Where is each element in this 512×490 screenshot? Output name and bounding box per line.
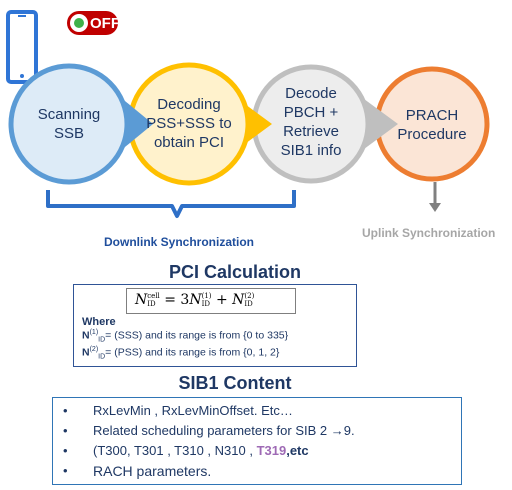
node-label-line: Scanning: [37, 106, 101, 123]
pci-def-pss: N(2)ID= (PSS) and its range is from {0, …: [82, 346, 279, 361]
downlink-bracket: [46, 190, 296, 218]
scanning-ssb-node: [8, 63, 153, 185]
def-base: N: [82, 346, 90, 359]
node-label-decode-pbch: Decode PBCH + Retrieve SIB1 info: [261, 84, 361, 160]
formula-lhs-sup: cell: [147, 292, 160, 300]
formula-plus: +: [215, 292, 228, 308]
bullet-text: RxLevMin , RxLevMinOffset. Etc…: [93, 403, 293, 418]
node-label-line: PSS+SSS to: [146, 115, 232, 132]
bullet-mark: •: [63, 423, 68, 438]
sib1-bullet-row: • RACH parameters.: [53, 463, 211, 479]
formula-lhs: N: [135, 292, 148, 308]
def-text: = (SSS) and its range is from {0 to 335}: [105, 329, 289, 342]
bullet-mark: •: [63, 443, 68, 458]
node-label-line: PBCH +: [283, 104, 339, 121]
formula-n1: N: [189, 292, 202, 308]
sib1-bullet-row: • Related scheduling parameters for SIB …: [53, 423, 355, 438]
node-label-line: Decoding: [157, 96, 221, 113]
bullet-text: (T300, T301 , T310 , N310 ,: [93, 443, 257, 458]
sib1-bullet-row: • (T300, T301 , T310 , N310 , T319,etc: [53, 443, 309, 458]
downlink-sync-label: Downlink Synchronization: [104, 235, 255, 249]
node-label-line: Decode: [285, 85, 337, 102]
formula-n2-sub: ID: [244, 300, 253, 308]
node-label-prach: PRACH Procedure: [382, 106, 482, 144]
def-sup: (1): [89, 329, 99, 336]
formula-n1-sup: (1): [201, 292, 212, 300]
sib1-content-box: • RxLevMin , RxLevMinOffset. Etc… • Rela…: [52, 397, 462, 485]
node-label-line: PRACH: [405, 107, 459, 124]
toggle-label: OFF: [90, 15, 120, 32]
node-label-decoding: Decoding PSS+SSS to obtain PCI: [136, 95, 242, 152]
def-sup: (2): [89, 346, 99, 353]
uplink-arrow: [429, 182, 441, 212]
phone-icon: [6, 10, 38, 84]
def-base: N: [82, 329, 90, 342]
off-toggle[interactable]: [67, 11, 118, 35]
bullet-text: Related scheduling parameters for SIB 2 …: [93, 423, 355, 438]
node-label-line: obtain PCI: [153, 134, 225, 151]
node-label-line: Procedure: [397, 126, 467, 143]
def-sub: ID: [98, 336, 106, 344]
bullet-text: RACH parameters.: [93, 463, 212, 479]
formula-n1-sub: ID: [201, 300, 210, 308]
node-label-line: SIB1 info: [280, 142, 342, 159]
sib1-bullet-row: • RxLevMin , RxLevMinOffset. Etc…: [53, 403, 293, 418]
bullet-highlight-t319: T319: [256, 443, 287, 458]
bullet-text-etc: ,etc: [286, 443, 309, 458]
formula-lhs-sub: ID: [147, 300, 156, 308]
sync-flow-diagram: [6, 10, 490, 218]
bullet-mark: •: [63, 463, 68, 478]
pci-def-sss: N(1)ID= (SSS) and its range is from {0 t…: [82, 329, 288, 344]
def-text: = (PSS) and its range is from {0, 1, 2}: [105, 346, 280, 359]
node-label-scanning: Scanning SSB: [19, 105, 119, 143]
def-sub: ID: [98, 353, 106, 361]
formula-n2: N: [232, 292, 245, 308]
formula-eq: = 3: [164, 292, 190, 308]
node-label-line: Retrieve: [283, 123, 339, 140]
pci-where: Where: [82, 316, 116, 328]
sib1-title: SIB1 Content: [178, 373, 292, 393]
pci-title: PCI Calculation: [168, 262, 302, 282]
bullet-mark: •: [63, 403, 68, 418]
uplink-sync-label: Uplink Synchronization: [362, 226, 496, 240]
node-label-line: SSB: [53, 125, 84, 142]
formula-n2-sup: (2): [244, 292, 255, 300]
